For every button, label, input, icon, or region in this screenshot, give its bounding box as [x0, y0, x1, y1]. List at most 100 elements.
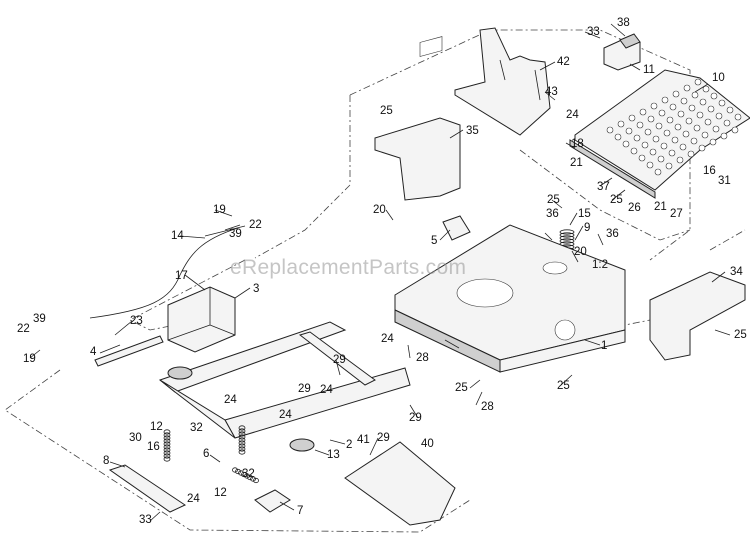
callout-c28b: 28	[481, 401, 494, 413]
callout-c25d: 25	[734, 329, 747, 341]
callout-c25e: 25	[455, 382, 468, 394]
cable-part-14	[89, 225, 246, 319]
callout-c39a: 39	[229, 228, 242, 240]
spring-coil	[163, 453, 171, 459]
leader-line	[385, 209, 394, 221]
deck-hole	[660, 142, 668, 150]
callout-c24e: 24	[279, 409, 292, 421]
deck-hole	[671, 136, 679, 144]
callout-c25b: 25	[547, 194, 560, 206]
plate-part-5	[442, 215, 471, 241]
deck-hole	[702, 85, 710, 93]
callout-c13: 13	[327, 449, 340, 461]
watermark: eReplacementParts.com	[230, 256, 467, 279]
leader-line	[475, 391, 483, 406]
deck-hole	[712, 125, 720, 133]
floor-pan-part-42	[454, 27, 551, 136]
callout-c8: 8	[103, 455, 109, 467]
deck-hole	[723, 119, 731, 127]
deck-hole	[661, 96, 669, 104]
callout-c12b: 12	[214, 487, 227, 499]
callout-c15: 15	[578, 208, 591, 220]
callout-c35: 35	[466, 125, 479, 137]
callout-c24b: 24	[381, 333, 394, 345]
deck-hole	[646, 161, 654, 169]
leader-line	[407, 344, 411, 359]
deck-hole	[720, 132, 728, 140]
callout-c25f: 25	[557, 380, 570, 392]
deck-hole	[707, 105, 715, 113]
callout-c5: 5	[431, 235, 437, 247]
callout-c41: 41	[357, 434, 370, 446]
battery-box-part-3	[167, 286, 236, 353]
deck-hole	[663, 129, 671, 137]
callout-c26: 26	[628, 202, 641, 214]
spring-coil	[163, 447, 171, 453]
callout-c14: 14	[171, 230, 184, 242]
spring-coil	[250, 476, 256, 482]
spring-coil	[163, 450, 171, 456]
leader-line	[449, 129, 464, 139]
leader-line	[469, 379, 481, 389]
callout-c9: 9	[584, 222, 590, 234]
deck-hole	[680, 97, 688, 105]
deck-hole	[630, 147, 638, 155]
spring-coil	[163, 456, 171, 462]
deck-hole	[669, 103, 677, 111]
spring-coil	[238, 428, 246, 434]
callout-c24d: 24	[224, 394, 237, 406]
callout-c25a: 25	[380, 105, 393, 117]
callout-c29c: 29	[409, 412, 422, 424]
leader-line	[610, 23, 626, 37]
leader-line	[584, 339, 601, 346]
deck-hole	[704, 118, 712, 126]
deck-hole	[683, 84, 691, 92]
callout-c29a: 29	[333, 354, 346, 366]
seat-bracket-part-35	[374, 36, 461, 201]
spring-coil	[253, 477, 259, 484]
callout-c36b: 36	[606, 228, 619, 240]
deck-hole	[687, 150, 695, 158]
deck-hole	[657, 155, 665, 163]
deck-hole	[672, 90, 680, 98]
callout-c6: 6	[203, 448, 209, 460]
callout-c10: 10	[712, 72, 725, 84]
deck-hole	[617, 120, 625, 128]
callout-c23: 23	[130, 315, 143, 327]
leader-line	[571, 250, 579, 263]
deck-hole	[734, 113, 742, 121]
deck-hole	[691, 91, 699, 99]
deck-hole	[694, 78, 702, 86]
deck-hole	[693, 124, 701, 132]
callout-c27: 27	[670, 208, 683, 220]
deck-hole	[715, 112, 723, 120]
callout-c16b: 16	[703, 165, 716, 177]
deck-hole	[668, 149, 676, 157]
deck-hole	[682, 130, 690, 138]
deck-hole	[718, 99, 726, 107]
leader-line	[409, 404, 419, 419]
spring-coil	[241, 471, 247, 478]
deck-hole	[650, 102, 658, 110]
callout-c4: 4	[90, 346, 97, 358]
deck-hole	[644, 128, 652, 136]
deck-hole	[709, 138, 717, 146]
callout-c33a: 33	[587, 26, 600, 38]
deck-hole	[639, 108, 647, 116]
deck-hole	[655, 122, 663, 130]
deck-hole	[698, 144, 706, 152]
spring-coil	[235, 468, 241, 475]
spring-coil	[238, 449, 246, 455]
spring-coil	[232, 467, 238, 473]
leader-line	[565, 142, 576, 149]
callout-c12a: 12	[150, 421, 163, 433]
deck-hole	[731, 126, 739, 134]
leader-line	[234, 287, 251, 299]
callout-c24f: 24	[187, 493, 200, 505]
deck-hole	[676, 156, 684, 164]
leader-line	[369, 437, 379, 456]
leader-line	[329, 439, 346, 445]
spring-coil	[238, 425, 246, 431]
deck-hole	[622, 140, 630, 148]
callout-c39b: 39	[33, 313, 46, 325]
